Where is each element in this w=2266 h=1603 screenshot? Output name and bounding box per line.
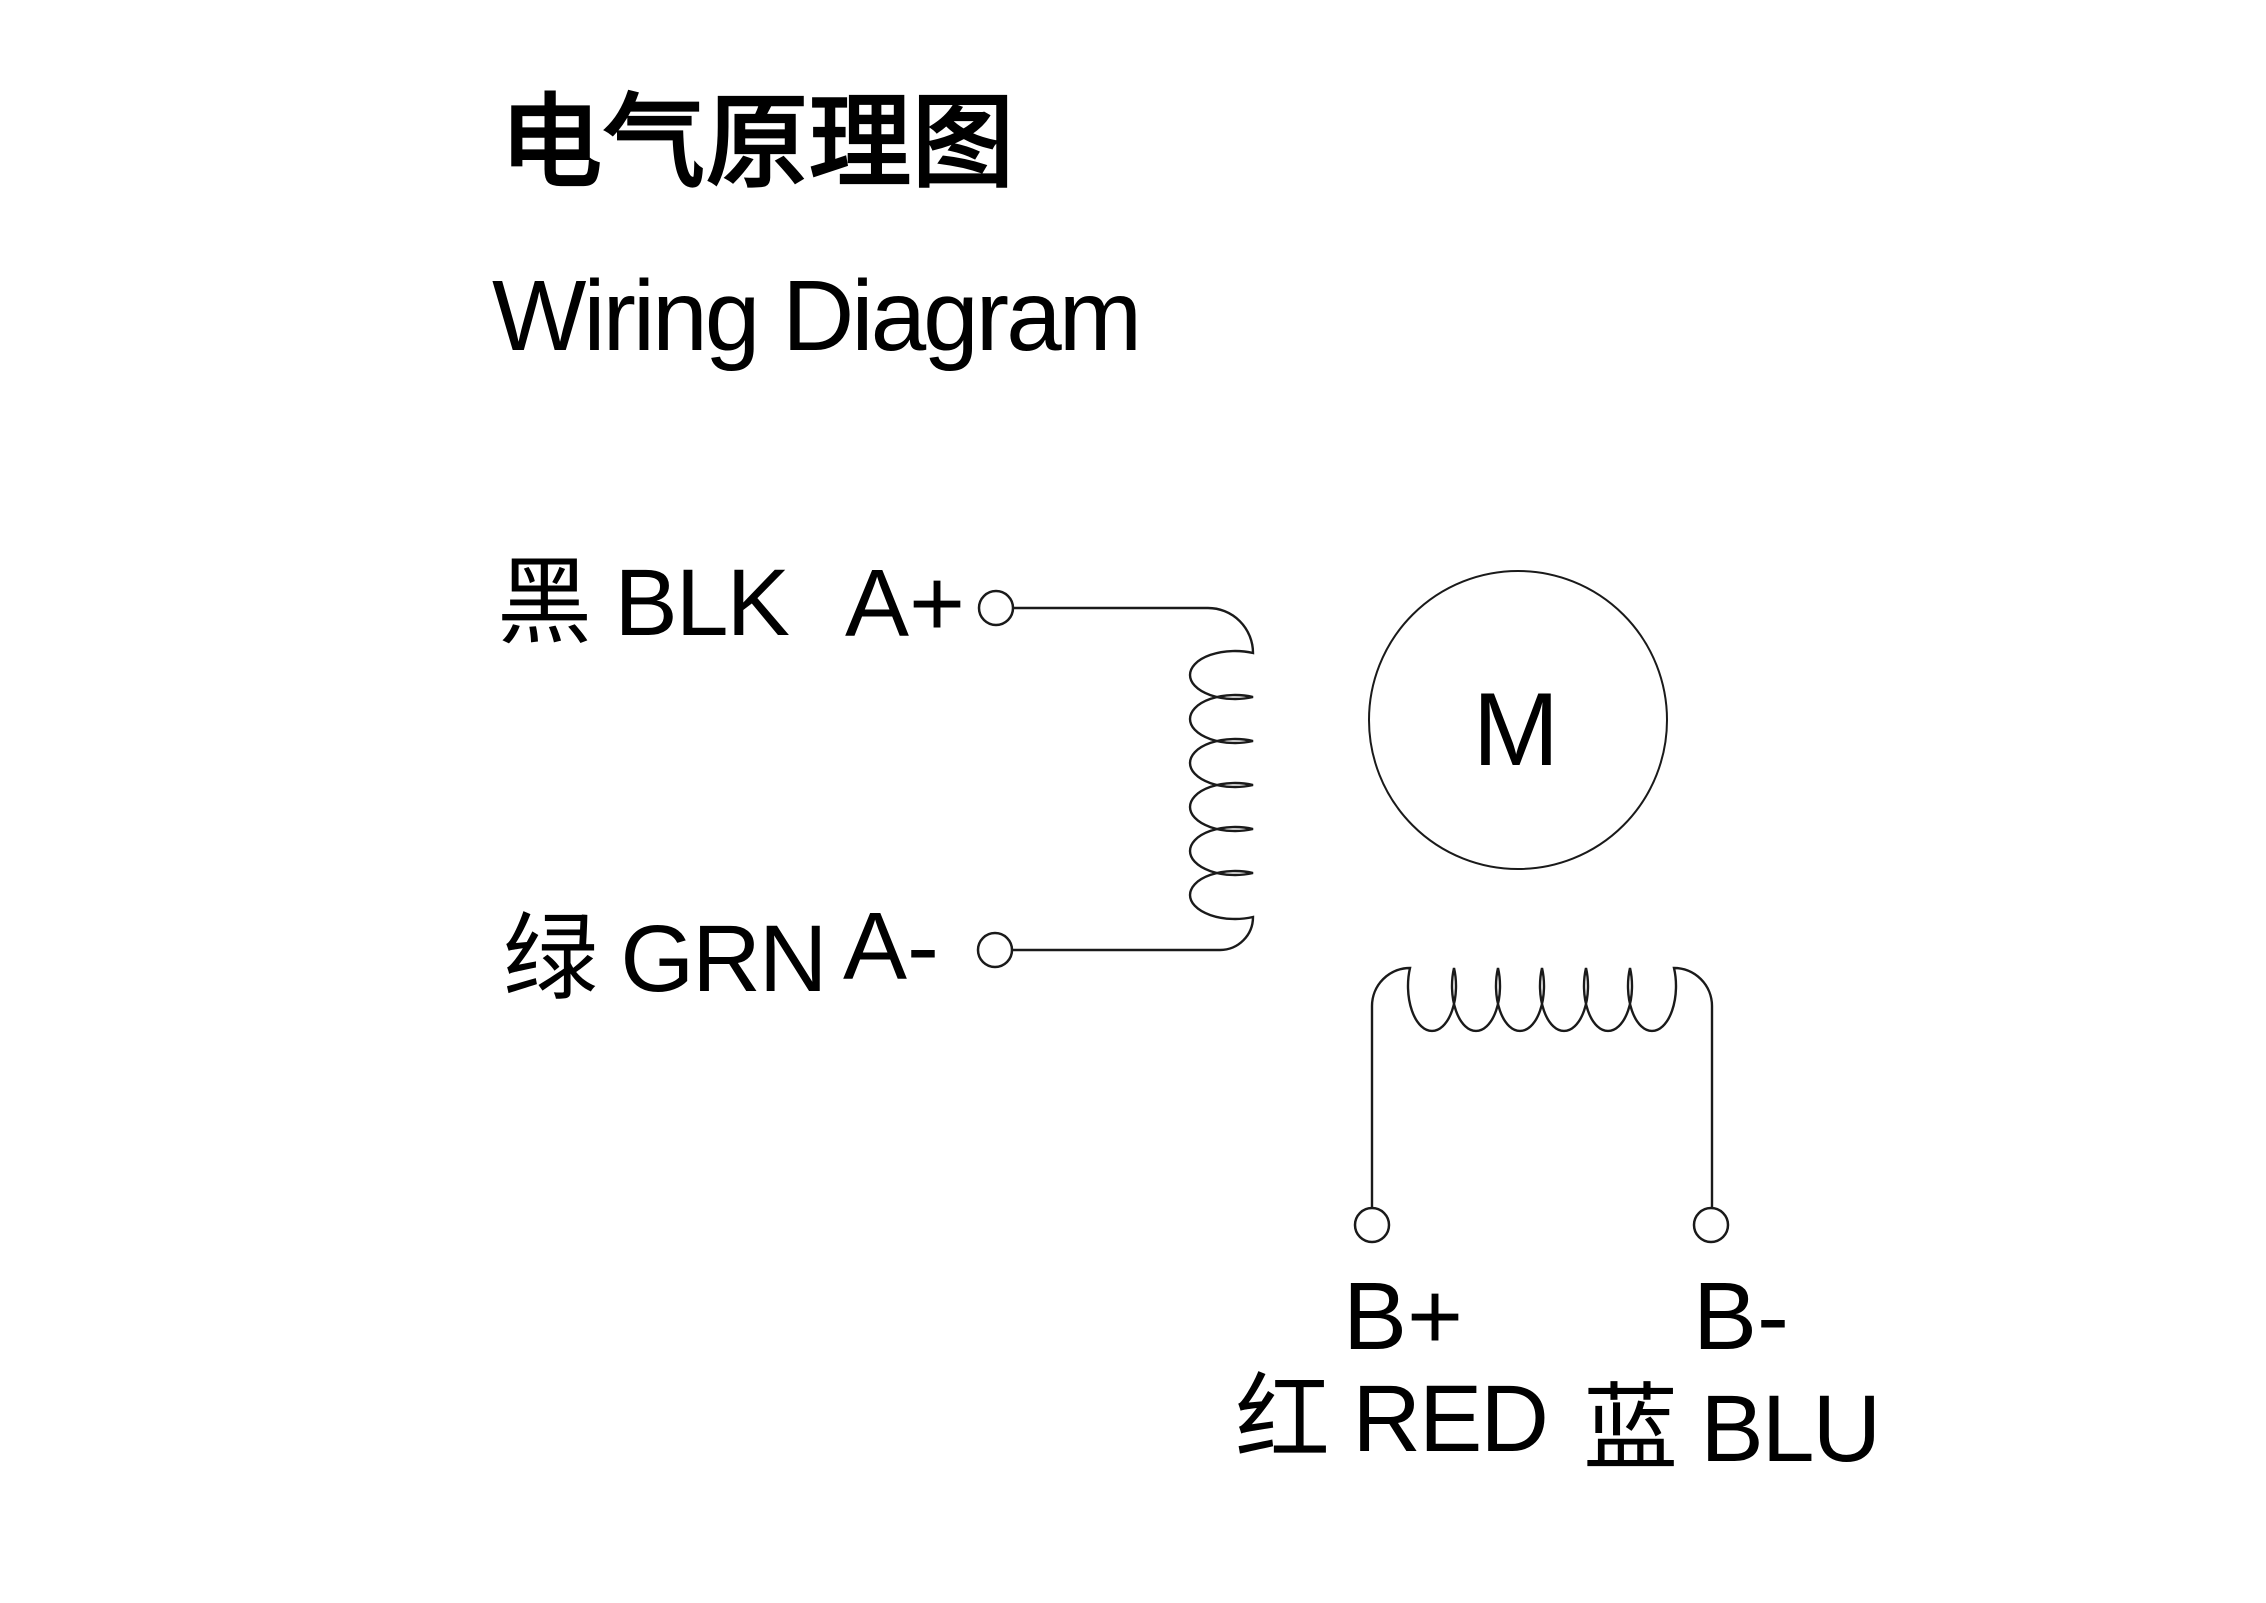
motor-label: M [1472,672,1560,788]
page-title-english: Wiring Diagram [492,260,1142,372]
wire-color-label-green: 绿 GRN [503,906,828,1012]
terminal-circle-a-plus [977,589,1015,627]
motor-circle [1368,570,1668,870]
wire-color-label-red: 红 RED [1235,1366,1549,1472]
terminal-label-b-minus: B- [1693,1263,1789,1370]
terminal-label-a-minus: A- [843,893,939,1000]
terminal-label-b-plus: B+ [1343,1263,1464,1370]
terminal-circle-b-minus [1692,1206,1730,1244]
phase-a-coil-wire [1012,606,1255,952]
terminal-circle-a-minus [976,931,1014,969]
terminal-label-a-plus: A+ [845,550,966,657]
terminal-circle-b-plus [1353,1206,1391,1244]
phase-b-coil-wire [1370,966,1714,1208]
wire-color-label-blue: 蓝 BLU [1583,1376,1881,1482]
page-title-chinese: 电气原理图 [500,86,1015,200]
wire-color-label-black: 黑 BLK [497,550,790,656]
